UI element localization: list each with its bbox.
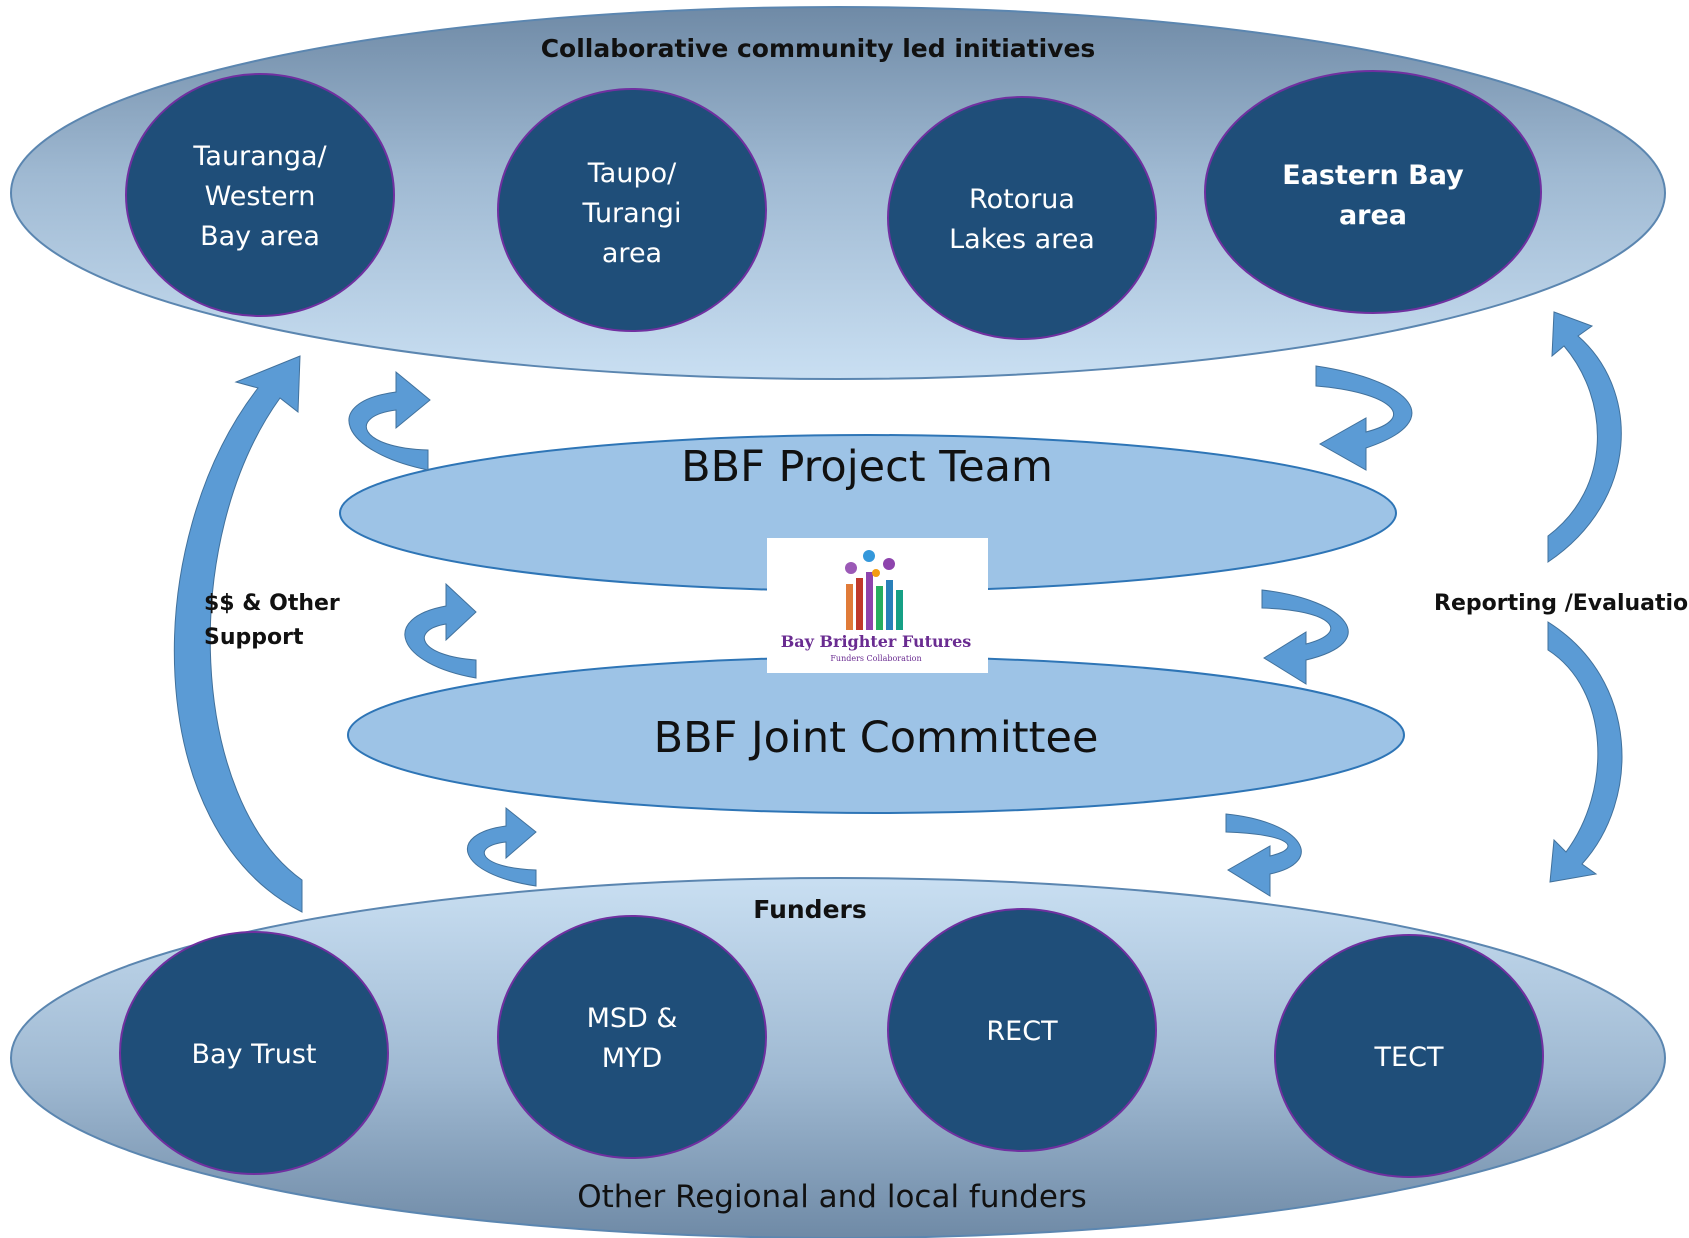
bbf-logo: Bay Brighter Futures Funders Collaborati… [767, 538, 988, 673]
support-label-line1: $$ & Other [204, 591, 340, 616]
cycle-arrow-left-1 [348, 370, 431, 471]
node-label-line: RECT [986, 1016, 1058, 1047]
funder-node-label: MSD & MYD [587, 1003, 678, 1074]
funders-footer: Other Regional and local funders [577, 1179, 1087, 1215]
node-label-line: MSD & [587, 1003, 678, 1034]
support-label-line2: Support [204, 625, 304, 650]
hands-icon [845, 550, 903, 630]
funder-node-label: Bay Trust [191, 1039, 316, 1070]
node-label-line: Tauranga/ [192, 141, 327, 172]
initiatives-ellipse [10, 6, 1666, 380]
funder-node-rect: RECT [887, 908, 1157, 1152]
node-label-line: Lakes area [949, 224, 1095, 255]
node-label-line: area [1339, 200, 1407, 231]
joint-committee-label: BBF Joint Committee [654, 713, 1099, 763]
support-arrow [173, 355, 303, 913]
project-team-label: BBF Project Team [681, 442, 1053, 492]
funder-node-msd-myd: MSD & MYD [497, 915, 767, 1159]
funders-title: Funders [753, 895, 867, 924]
cycle-arrow-left-3 [466, 806, 537, 887]
logo-tagline: Funders Collaboration [830, 654, 921, 663]
node-label-line: TECT [1374, 1042, 1444, 1073]
area-node-label: Taupo/Turangi area [582, 158, 682, 269]
funder-node-tect: TECT [1274, 934, 1544, 1178]
node-label-line: Bay area [200, 221, 320, 252]
reporting-arrow-lower [1547, 621, 1623, 883]
area-node-eastern-bay: Eastern Bay area [1204, 70, 1542, 314]
node-label-line: area [602, 238, 662, 269]
area-node-taupo: Taupo/Turangi area [497, 88, 767, 332]
reporting-arrow-upper [1547, 311, 1622, 563]
cycle-arrow-left-2 [404, 582, 477, 679]
logo-name: Bay Brighter Futures [781, 632, 972, 651]
node-label-line: Rotorua [969, 184, 1075, 215]
node-label-line: Western [205, 181, 316, 212]
node-label-line: Taupo/ [587, 158, 677, 189]
area-node-label: Eastern Bay area [1282, 160, 1464, 231]
funder-node-label: TECT [1374, 1042, 1444, 1073]
cycle-arrow-right-1 [1315, 365, 1413, 471]
node-label-line: Bay Trust [191, 1039, 316, 1070]
initiatives-title: Collaborative community led initiatives [541, 34, 1096, 63]
node-label-line: Turangi [582, 198, 682, 229]
node-label-line: Eastern Bay [1282, 160, 1464, 191]
node-label-line: MYD [602, 1043, 663, 1074]
reporting-label: Reporting /Evaluation [1434, 591, 1689, 616]
funders-ellipse [10, 877, 1666, 1238]
cycle-arrow-right-2 [1261, 589, 1349, 685]
funder-node-label: RECT [986, 1016, 1058, 1047]
funder-node-bay-trust: Bay Trust [119, 931, 389, 1175]
cycle-arrow-right-3 [1225, 813, 1302, 897]
